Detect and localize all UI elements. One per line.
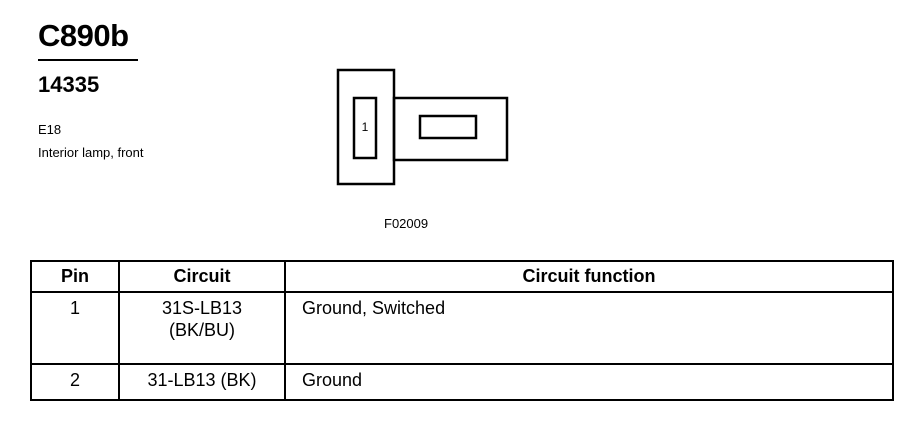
circuit-function-cell: Ground [284, 363, 894, 401]
location-code: E18 [38, 122, 62, 137]
table-row: 2 31-LB13 (BK) Ground [30, 363, 894, 401]
pin-number-label: 1 [362, 120, 369, 134]
column-header-pin: Pin [30, 260, 120, 293]
table-row: 1 31S-LB13 (BK/BU) Ground, Switched [30, 291, 894, 365]
connector-id: C890b [38, 18, 129, 53]
figure-code: F02009 [384, 216, 429, 231]
pin-table: Pin Circuit Circuit function 1 31S-LB13 … [30, 260, 894, 401]
title-underline [38, 59, 138, 61]
pin-cell: 2 [30, 363, 120, 401]
circuit-cell: 31S-LB13 (BK/BU) [118, 291, 286, 365]
part-number: 14335 [38, 72, 100, 97]
circuit-color: (BK/BU) [168, 320, 235, 340]
circuit-function-cell: Ground, Switched [284, 291, 894, 365]
connector-face-diagram: 1 [336, 68, 509, 186]
pin-cavity [352, 96, 378, 160]
column-header-circuit: Circuit [118, 260, 286, 293]
table-header-row: Pin Circuit Circuit function [30, 260, 894, 293]
circuit-code: 31S-LB13 [161, 298, 243, 318]
column-header-circuit-function: Circuit function [284, 260, 894, 293]
pin-cell: 1 [30, 291, 120, 365]
location-description: Interior lamp, front [38, 145, 144, 160]
connector-latch [392, 96, 509, 162]
circuit-cell: 31-LB13 (BK) [118, 363, 286, 401]
latch-slot [418, 114, 478, 140]
